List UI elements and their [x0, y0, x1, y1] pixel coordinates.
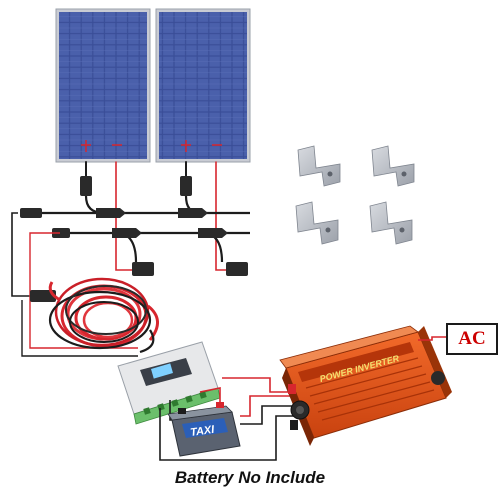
z-bracket-2: [371, 145, 415, 187]
battery-brand: TAXI: [189, 424, 216, 439]
pv-leads-to-controller: [11, 212, 138, 357]
battery-caption: Battery No Include: [174, 468, 326, 487]
coiled-cable: [48, 277, 159, 354]
solar-panel-left: [55, 8, 151, 163]
ac-label: AC: [446, 323, 498, 355]
battery-icon: TAXI: [167, 402, 241, 457]
solar-panel-right: [155, 8, 251, 163]
ac-output-wire: [418, 336, 446, 341]
z-bracket-4: [369, 201, 413, 245]
charge-controller: [117, 341, 221, 425]
inverter-icon: POWER INVERTER: [279, 325, 452, 446]
z-bracket-1: [297, 145, 341, 187]
mc4-connectors: [80, 176, 248, 276]
z-bracket-3: [295, 201, 339, 245]
y-branch-bodies: [20, 208, 228, 238]
